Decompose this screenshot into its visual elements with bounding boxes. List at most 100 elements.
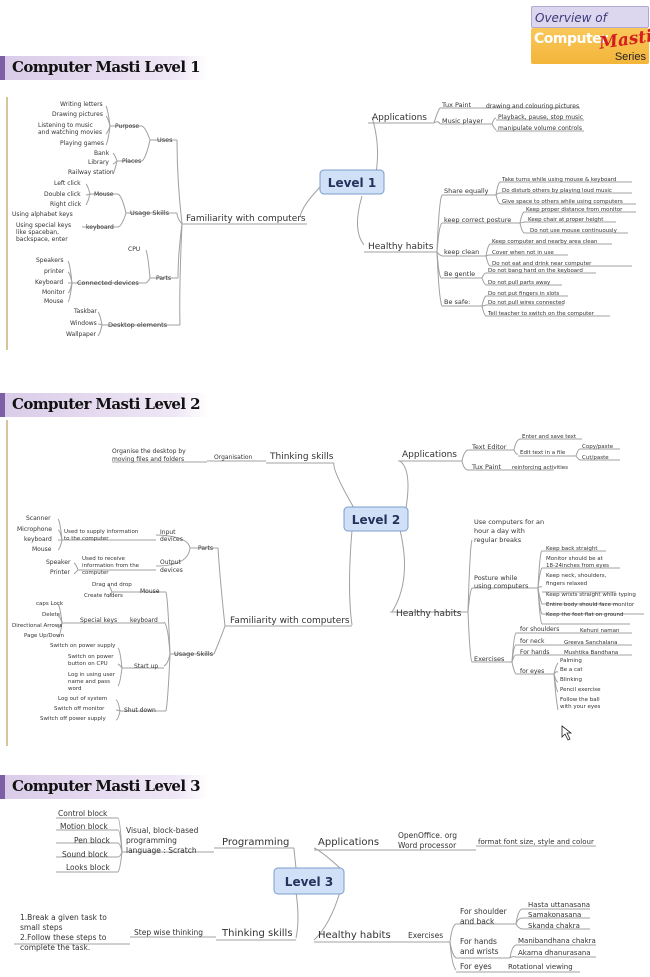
l2-for-shoulders: for shoulders: [520, 626, 559, 633]
l2-input-item: Microphone: [17, 526, 52, 533]
l2-input-desc: Used to supply information: [64, 529, 139, 535]
l1-tux-paint-desc: drawing and colouring pictures: [486, 103, 579, 110]
l1-keyboard-item: like spaceban,: [16, 229, 59, 236]
mindmap-level3: Level 3 Programming Visual, block-based …: [0, 800, 650, 977]
l2-posture-item: Keep neck, shoulders,: [546, 573, 607, 579]
l1-usage-skills: Usage Skills: [130, 209, 170, 217]
l2-mouse: Mouse: [140, 588, 160, 595]
l2-input-devices: devices: [160, 536, 183, 543]
l2-applications: Applications: [402, 450, 457, 460]
l2-input-item: Scanner: [26, 515, 51, 522]
l1-device: printer: [44, 268, 65, 275]
l1-device: Mouse: [44, 298, 64, 305]
l2-shut-down: Shut down: [124, 707, 156, 714]
l2-input-desc: to the computer: [64, 536, 109, 542]
l2-output-item: Printer: [50, 569, 70, 576]
l3-hands-item: Akarna dhanurasana: [518, 949, 591, 957]
l3-step-wise: Step wise thinking: [134, 928, 203, 937]
l2-special-item: Delete: [42, 612, 61, 618]
l2-output-desc: information from the: [82, 563, 140, 569]
l3-shoulder-item: Hasta uttanasana: [528, 901, 590, 909]
l2-copy-paste: Copy/paste: [582, 444, 614, 450]
l2-posture-item: 18-24inches from eyes: [546, 563, 609, 569]
mouse-cursor-icon: [561, 725, 573, 741]
l3-for-eyes: For eyes: [460, 962, 492, 971]
l1-gentle-item: Do not bang hard on the keyboard: [488, 268, 583, 274]
l3-block: Motion block: [60, 822, 108, 831]
logo-badge: Computer Masti Series: [531, 26, 650, 64]
l1-share-equally: Share equally: [444, 187, 489, 195]
l3-block: Sound block: [62, 850, 109, 859]
l1-healthy-habits: Healthy habits: [368, 242, 434, 252]
l1-share-item: Give space to others while using compute…: [502, 199, 623, 205]
l2-startup-item: Log in using user: [68, 672, 116, 678]
l1-place-item: Library: [88, 159, 109, 166]
l3-step: small steps: [20, 923, 63, 932]
l2-startup-item: Switch on power supply: [50, 643, 116, 649]
l1-be-safe: Be safe:: [444, 298, 470, 306]
level3-center-node: [273, 867, 345, 895]
l1-device: Monitor: [42, 289, 65, 296]
l2-keyboard: keyboard: [130, 617, 158, 624]
level3-center-label: Level 3: [285, 875, 333, 889]
l1-desktop-elements: Desktop elements: [108, 321, 168, 329]
l1-places: Places: [122, 158, 141, 165]
l3-thinking-skills: Thinking skills: [221, 928, 293, 939]
l1-safe-item: Tell teacher to switch on the computer: [487, 311, 595, 317]
l2-output-desc: computer: [82, 570, 109, 576]
l1-mouse: Mouse: [94, 191, 114, 198]
l2-tux-paint: Tux Paint: [471, 463, 502, 471]
l3-step: complete the task.: [20, 943, 90, 952]
logo-brand: Computer: [534, 31, 608, 47]
l1-desktop-item: Wallpaper: [66, 331, 97, 338]
level2-center-label: Level 2: [352, 513, 400, 527]
level1-center-node: [319, 169, 385, 195]
l1-gentle-item: Do not pull parts away: [488, 280, 551, 286]
l1-place-item: Railway station: [68, 169, 114, 176]
l1-clean-item: Keep computer and nearby area clean: [492, 239, 598, 245]
l3-hands-wrists: For hands: [460, 937, 497, 946]
l1-parts: Parts: [156, 275, 171, 282]
l2-eye-item: with your eyes: [560, 704, 601, 710]
l1-purpose-item: Listening to music: [38, 122, 93, 129]
l2-mushtika: Mushtika Bandhana: [564, 650, 618, 656]
l2-cut-paste: Cut/paste: [582, 455, 609, 461]
l2-thinking-skills: Thinking skills: [269, 452, 334, 462]
l2-output-item: Speaker: [46, 559, 71, 566]
l2-greeva: Greeva Sanchalana: [564, 640, 618, 646]
l2-special-item: Page Up/Down: [24, 633, 65, 639]
l2-for-hands: For hands: [520, 649, 550, 656]
l3-block: Control block: [58, 809, 108, 818]
l2-posture: Posture while: [474, 574, 517, 582]
l3-openoffice: OpenOffice. org: [398, 831, 457, 840]
l1-cpu: CPU: [128, 246, 140, 253]
l2-posture-item: Entire body should face monitor: [546, 602, 635, 608]
l1-keyboard-item: backspace, enter: [16, 236, 68, 243]
l2-usage-skills: Usage Skills: [174, 650, 214, 658]
l2-output-desc: Used to receive: [82, 556, 125, 562]
l3-applications: Applications: [318, 837, 379, 848]
l1-connected-devices: Connected devices: [77, 279, 139, 287]
l3-scratch-desc: programming: [126, 836, 177, 845]
l3-block: Looks block: [66, 863, 110, 872]
l3-step: 2.Follow these steps to: [20, 933, 107, 942]
l2-hour-rule: hour a day with: [474, 527, 525, 535]
l2-organisation: Organisation: [214, 454, 253, 461]
logo-series: Series: [614, 51, 646, 63]
l2-hour-rule: regular breaks: [474, 536, 522, 544]
l1-be-gentle: Be gentle: [444, 270, 475, 278]
l1-mouse-item: Right click: [50, 201, 82, 208]
l3-shoulder-item: Skanda chakra: [528, 922, 580, 930]
l1-purpose-item: Drawing pictures: [52, 111, 103, 118]
l2-input-item: Mouse: [32, 546, 52, 553]
l1-posture: keep correct posture: [444, 216, 511, 224]
l1-posture-item: Keep proper distance from monitor: [526, 207, 623, 213]
l1-safe-item: Do not pull wires connected: [488, 300, 565, 306]
l2-healthy-habits: Healthy habits: [396, 609, 462, 619]
section-title-level1: Computer Masti Level 1: [0, 56, 208, 80]
l2-posture-item: fingers relaxed: [546, 581, 587, 587]
mindmap-level3-canvas: Level 3 Programming Visual, block-based …: [14, 809, 596, 973]
l2-input-devices: Input: [160, 529, 176, 536]
l1-device: Keyboard: [35, 279, 63, 286]
l2-startup-item: button on CPU: [68, 661, 108, 667]
